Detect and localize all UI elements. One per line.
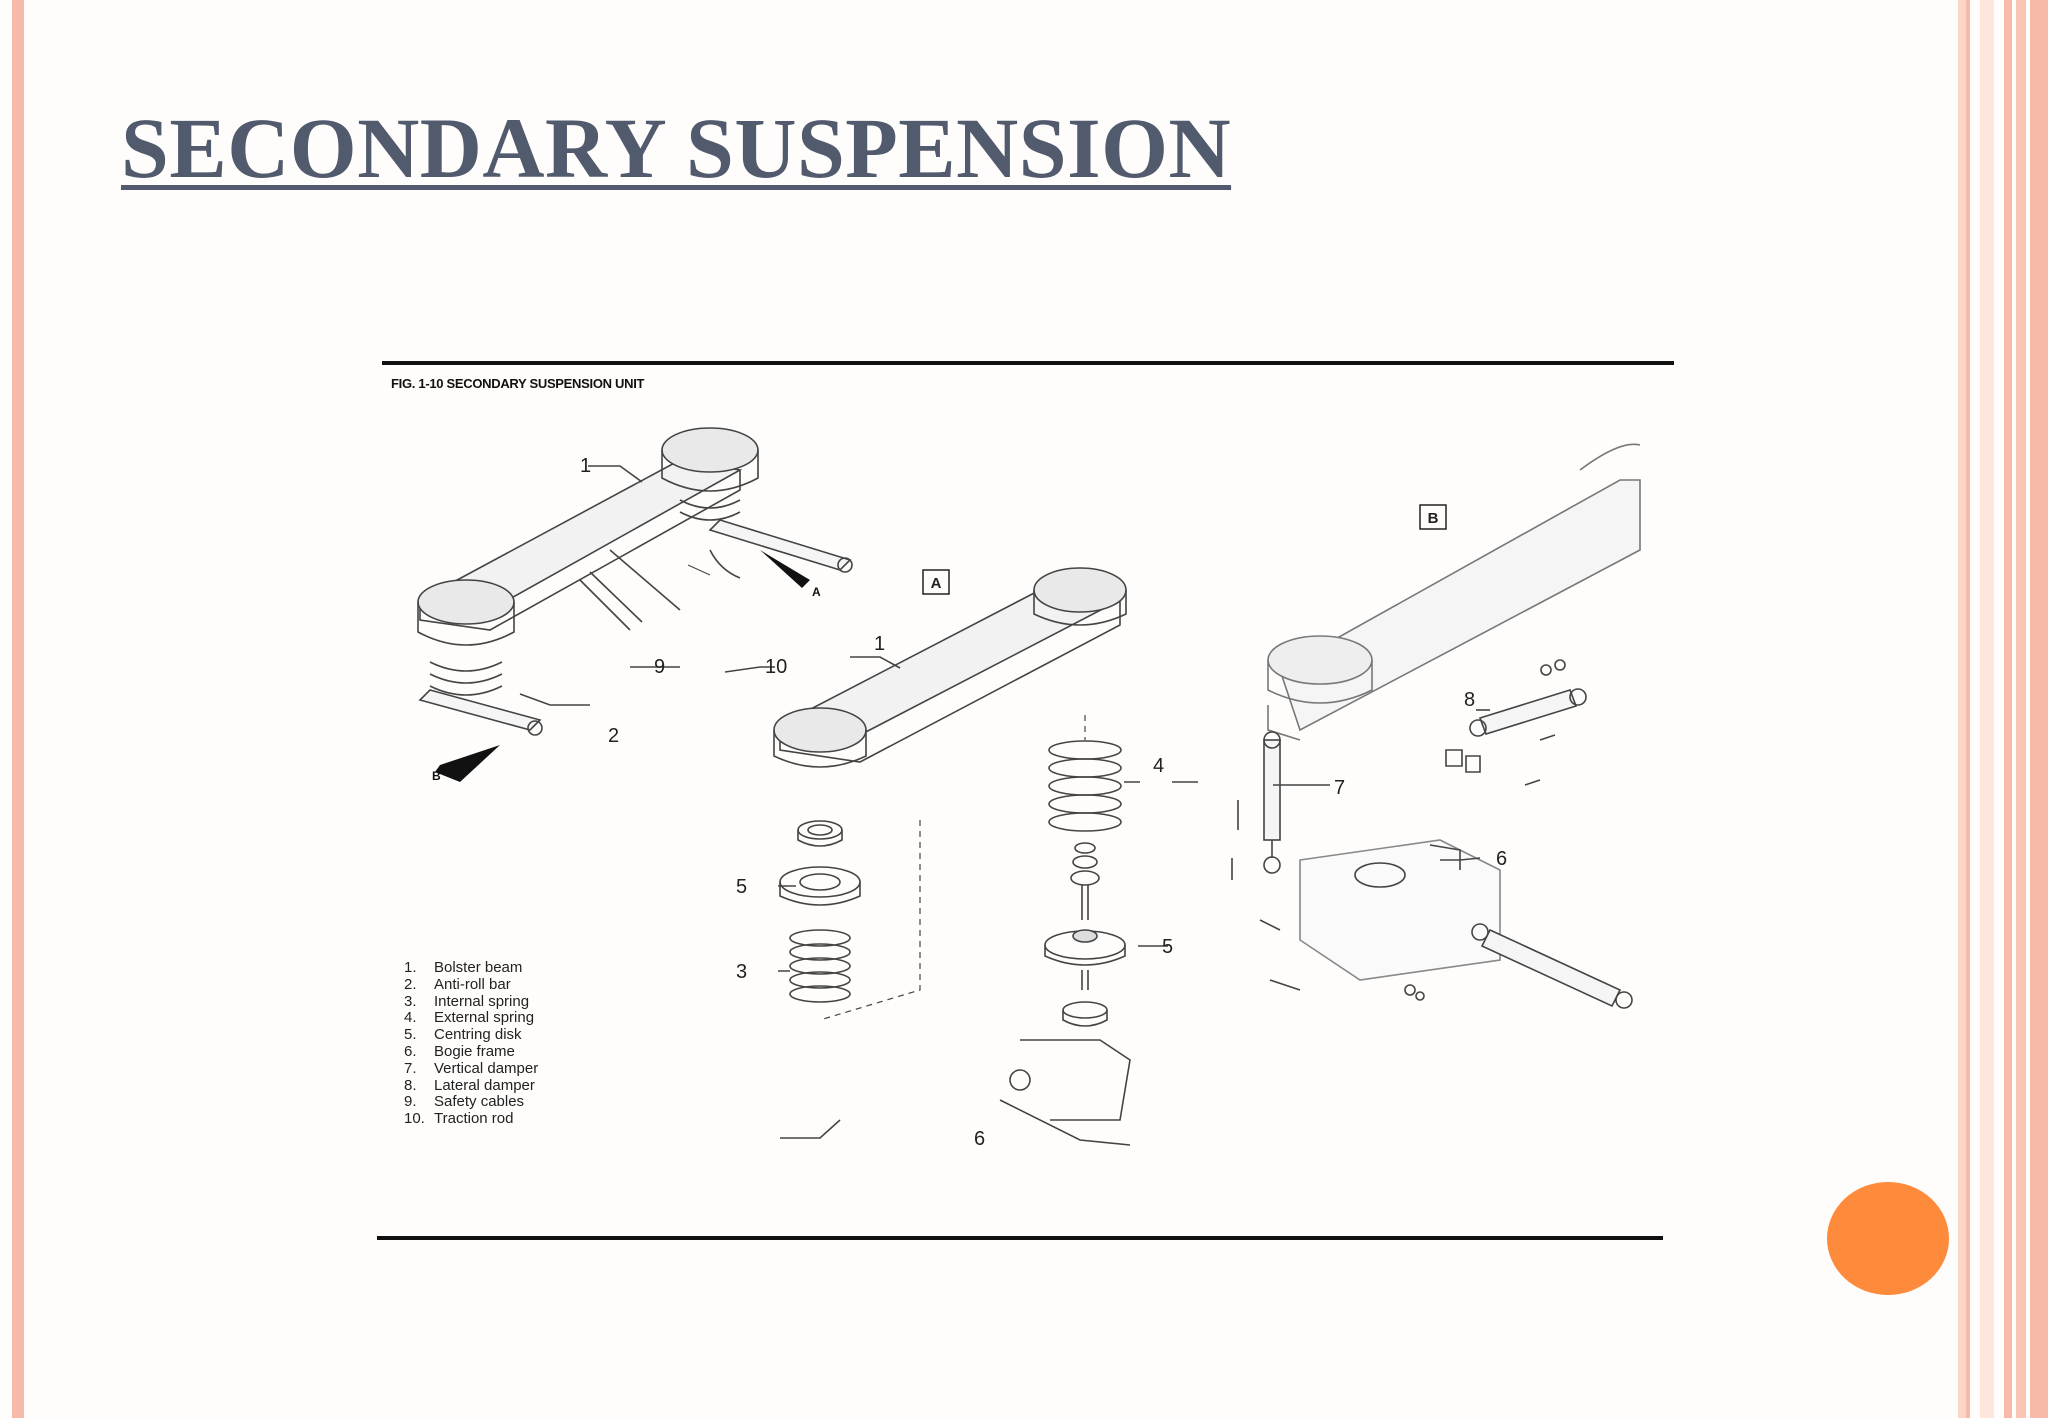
right-stripe-6 xyxy=(2030,0,2048,1418)
legend-item: 7.Vertical damper xyxy=(404,1059,539,1077)
figure-top-rule xyxy=(382,361,1674,365)
legend-item: 5.Centring disk xyxy=(404,1026,522,1044)
callout-6b: 6 xyxy=(1496,848,1507,870)
callout-8: 8 xyxy=(1464,689,1475,711)
arrow-a-icon xyxy=(760,550,810,588)
callout-1b: 1 xyxy=(874,633,885,655)
view-a-drawing xyxy=(773,567,1131,1146)
internal-spring-drawing xyxy=(789,929,851,1003)
callout-9: 9 xyxy=(654,656,665,678)
arrow-b-icon xyxy=(435,745,500,782)
right-stripe-4 xyxy=(2004,0,2012,1418)
legend-item: 1.Bolster beam xyxy=(404,959,523,976)
callout-a: A xyxy=(812,585,821,599)
legend-item: 2.Anti-roll bar xyxy=(404,975,511,993)
view-b-drawing xyxy=(1231,443,1641,1009)
view-a-marker-box xyxy=(922,569,950,595)
legend-item: 9.Safety cables xyxy=(404,1093,525,1111)
right-stripe-3 xyxy=(1980,0,1994,1418)
view-b-marker: B xyxy=(1428,510,1439,527)
callout-5b: 5 xyxy=(1162,936,1173,958)
callout-10: 10 xyxy=(765,656,787,678)
view-a-marker: A xyxy=(931,575,942,592)
callout-5a: 5 xyxy=(736,876,747,898)
suspension-diagram: A B 1 9 10 2 1 4 5 3 5 6 8 7 6 A B xyxy=(417,427,1641,1150)
view-b-marker-box xyxy=(1419,504,1447,530)
legend-item: 4.External spring xyxy=(404,1009,535,1027)
right-stripe-2 xyxy=(1966,0,1970,1418)
right-stripe-1 xyxy=(1958,0,1966,1418)
orange-dot-decoration xyxy=(1827,1182,1949,1295)
callout-2: 2 xyxy=(608,725,619,747)
slide-title: SECONDARY SUSPENSION xyxy=(121,100,1232,196)
left-frame-bar xyxy=(12,0,24,1418)
parts-legend: 1.Bolster beam 2.Anti-roll bar 3.Interna… xyxy=(404,959,539,1128)
callout-1: 1 xyxy=(580,455,591,477)
assembled-bogie-drawing xyxy=(417,427,853,736)
callout-7: 7 xyxy=(1334,777,1345,799)
callout-4: 4 xyxy=(1153,755,1164,777)
right-stripe-5 xyxy=(2016,0,2026,1418)
legend-item: 8.Lateral damper xyxy=(404,1076,535,1094)
legend-item: 3.Internal spring xyxy=(404,992,530,1010)
legend-item: 6.Bogie frame xyxy=(404,1042,515,1060)
callout-3: 3 xyxy=(736,961,747,983)
external-spring-drawing xyxy=(1048,740,1122,832)
callout-b: B xyxy=(432,769,441,783)
figure-bottom-rule xyxy=(377,1236,1663,1240)
callout-6a: 6 xyxy=(974,1128,985,1150)
legend-item: 10.Traction rod xyxy=(404,1110,514,1128)
figure-caption: FIG. 1-10 SECONDARY SUSPENSION UNIT xyxy=(391,376,645,391)
